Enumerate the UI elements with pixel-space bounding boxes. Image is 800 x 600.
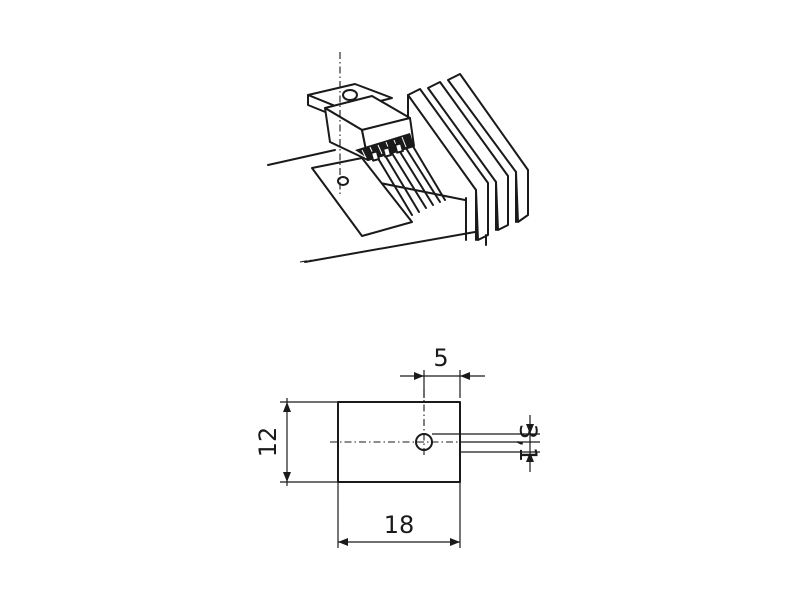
- label-dim-12: 12: [254, 427, 282, 458]
- tab-mounting-hole: [342, 89, 358, 101]
- plan-view: 5 12 18 3,1: [254, 344, 542, 548]
- isometric-assembly: [267, 52, 529, 263]
- heatsink: [407, 73, 529, 246]
- dimension-height: 12: [254, 398, 338, 486]
- dimension-hole-offset-y: 3,1: [514, 415, 542, 472]
- dimension-width: 18: [337, 482, 461, 548]
- dimension-hole-offset-x: 5: [400, 344, 485, 398]
- label-dim-18: 18: [384, 511, 415, 539]
- washer-hole: [337, 176, 349, 186]
- label-dim-3-1: 3,1: [514, 424, 542, 462]
- transistor: [307, 83, 415, 162]
- label-dim-5: 5: [433, 344, 448, 372]
- transistor-leads: [375, 142, 446, 216]
- insulating-washer: [311, 157, 413, 237]
